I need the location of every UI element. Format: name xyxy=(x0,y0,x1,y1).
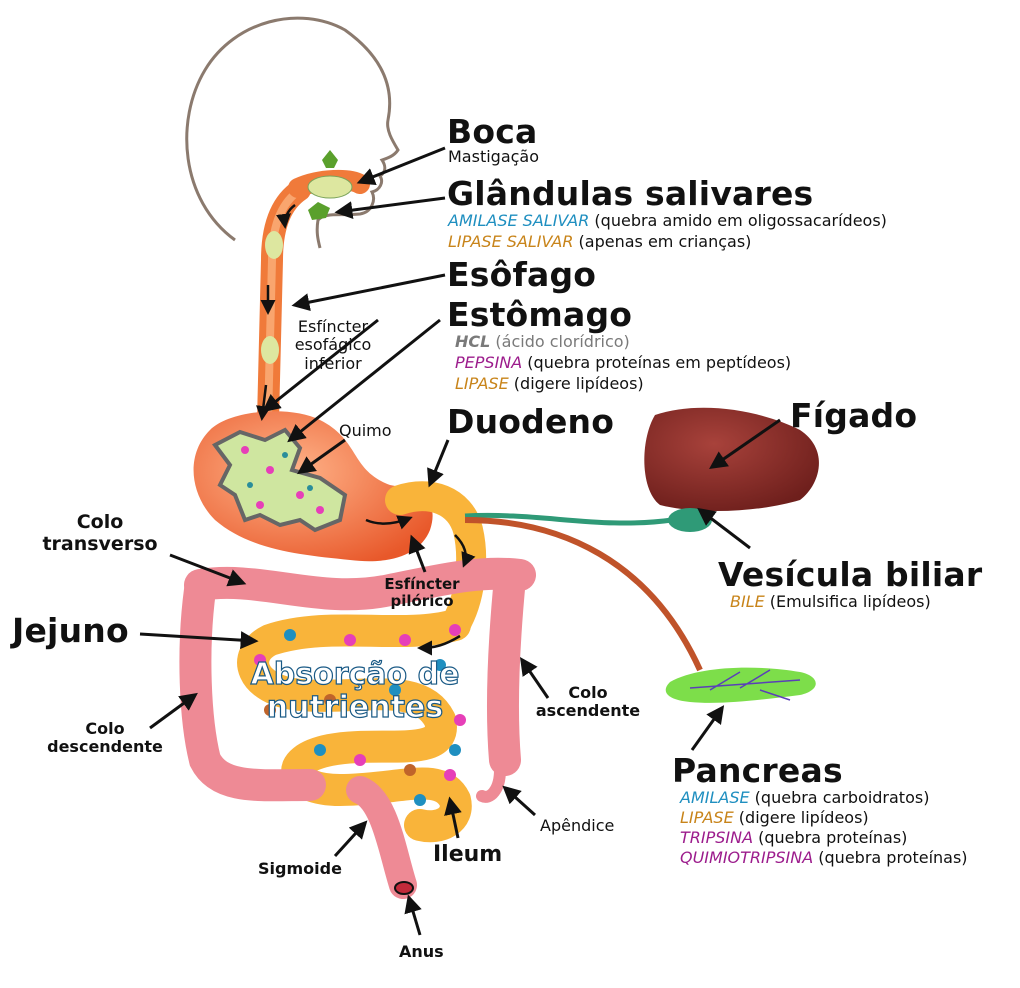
label-colo-transverso: Colo transverso xyxy=(35,511,165,556)
small-intestine xyxy=(237,609,472,843)
enzyme-bile-desc: (Emulsifica lipídeos) xyxy=(764,592,931,611)
enzyme-quimiotripsina-desc: (quebra proteínas) xyxy=(813,848,968,867)
enzyme-lipase-estomago-desc: (digere lipídeos) xyxy=(508,374,644,393)
label-esfincter-pilorico: Esfíncter pilórico xyxy=(372,575,472,611)
enzyme-pepsina: PEPSINA xyxy=(455,353,523,372)
label-anus: Anus xyxy=(399,942,444,961)
duodenum xyxy=(385,481,487,640)
label-jejuno: Jejuno xyxy=(12,611,129,650)
label-figado: Fígado xyxy=(790,396,918,435)
enzyme-tripsina-desc: (quebra proteínas) xyxy=(753,828,908,847)
enzyme-amilase-desc: (quebra carboidratos) xyxy=(749,788,930,807)
enzyme-lipase-estomago: LIPASE xyxy=(455,374,509,393)
enzyme-lipase-salivar-desc: (apenas em crianças) xyxy=(573,232,752,251)
bolus xyxy=(307,175,353,199)
sigmoid-colon xyxy=(346,776,417,899)
enzyme-hcl-desc: (ácido clorídrico) xyxy=(490,332,630,351)
label-quimiotripsina-line: QUIMIOTRIPSINA (quebra proteínas) xyxy=(680,848,968,867)
enzyme-pepsina-desc: (quebra proteínas em peptídeos) xyxy=(522,353,792,372)
label-lipase-salivar-line: LIPASE SALIVAR (apenas em crianças) xyxy=(448,232,752,251)
enzyme-amilase: AMILASE xyxy=(680,788,750,807)
chyme xyxy=(211,427,348,533)
label-quimo: Quimo xyxy=(339,421,392,440)
label-colo-ascendente-1: Colo xyxy=(568,683,608,702)
label-absorcao-nutrientes: Absorção de nutrientes xyxy=(240,657,470,725)
label-esofago: Esôfago xyxy=(447,255,597,294)
label-esfincter-pilorico-2: pilórico xyxy=(390,592,454,611)
descending-colon xyxy=(179,574,326,802)
label-lipase-pancreas-line: LIPASE (digere lipídeos) xyxy=(680,808,869,827)
label-colo-descendente-2: descendente xyxy=(47,737,163,757)
ascending-colon xyxy=(486,562,526,776)
label-sigmoide: Sigmoide xyxy=(258,859,342,878)
label-tripsina-line: TRIPSINA (quebra proteínas) xyxy=(680,828,908,847)
label-colo-ascendente-2: ascendente xyxy=(535,701,641,721)
label-pancreas: Pancreas xyxy=(672,751,843,790)
label-ileum: Ileum xyxy=(433,842,503,867)
label-absorcao-1: Absorção de xyxy=(250,657,460,692)
nutrient-dots xyxy=(254,624,466,806)
label-amilase-line: AMILASE (quebra carboidratos) xyxy=(680,788,930,807)
label-boca: Boca xyxy=(447,112,538,151)
enzyme-tripsina: TRIPSINA xyxy=(680,828,754,847)
anus-ring xyxy=(394,881,414,895)
label-esfincter-esofagico-2: esofágico xyxy=(294,335,372,355)
label-hcl-line: HCL (ácido clorídrico) xyxy=(455,332,630,351)
label-esfincter-pilorico-1: Esfíncter xyxy=(384,575,460,593)
label-mastigacao: Mastigação xyxy=(448,147,540,166)
label-lipase-estomago-line: LIPASE (digere lipídeos) xyxy=(455,374,644,393)
label-arrows xyxy=(139,146,781,936)
label-estomago: Estômago xyxy=(447,295,633,334)
label-colo-descendente-1: Colo xyxy=(85,719,125,738)
enzyme-quimiotripsina: QUIMIOTRIPSINA xyxy=(680,848,814,867)
label-vesicula-biliar: Vesícula biliar xyxy=(718,555,983,594)
salivary-gland xyxy=(322,150,338,168)
enzyme-amilase-salivar-desc: (quebra amido em oligossacarídeos) xyxy=(589,211,887,230)
chyme-particles xyxy=(241,446,324,514)
appendix xyxy=(476,764,506,803)
label-bile-line: BILE (Emulsifica lipídeos) xyxy=(730,592,931,611)
label-colo-transverso-2: transverso xyxy=(42,532,158,555)
label-amilase-salivar-line: AMILASE SALIVAR (quebra amido em oligoss… xyxy=(448,211,887,230)
label-colo-transverso-1: Colo xyxy=(76,511,124,533)
label-esfincter-esofagico-1: Esfíncter xyxy=(297,317,369,336)
label-apendice: Apêndice xyxy=(540,816,615,835)
enzyme-lipase-pancreas-desc: (digere lipídeos) xyxy=(733,808,869,827)
liver xyxy=(644,407,819,512)
enzyme-lipase-salivar: LIPASE SALIVAR xyxy=(448,232,574,251)
label-pepsina-line: PEPSINA (quebra proteínas em peptídeos) xyxy=(455,353,792,372)
label-esfincter-esofagico: Esfíncter esofágico inferior xyxy=(288,317,378,373)
label-esfincter-esofagico-3: inferior xyxy=(304,353,362,373)
pancreas xyxy=(665,667,816,703)
label-absorcao-2: nutrientes xyxy=(266,690,444,725)
label-glandulas-salivares: Glândulas salivares xyxy=(447,174,814,213)
transverse-colon xyxy=(184,557,536,611)
label-colo-descendente: Colo descendente xyxy=(40,719,170,757)
enzyme-lipase-pancreas: LIPASE xyxy=(680,808,734,827)
gallbladder xyxy=(668,508,712,532)
pancreatic-duct xyxy=(464,517,703,672)
enzyme-hcl: HCL xyxy=(455,332,491,351)
label-colo-ascendente: Colo ascendente xyxy=(533,683,643,721)
label-duodeno: Duodeno xyxy=(447,402,615,441)
bile-duct xyxy=(464,512,673,526)
head-outline xyxy=(185,16,400,249)
enzyme-amilase-salivar: AMILASE SALIVAR xyxy=(448,211,590,230)
enzyme-bile: BILE xyxy=(730,592,765,611)
